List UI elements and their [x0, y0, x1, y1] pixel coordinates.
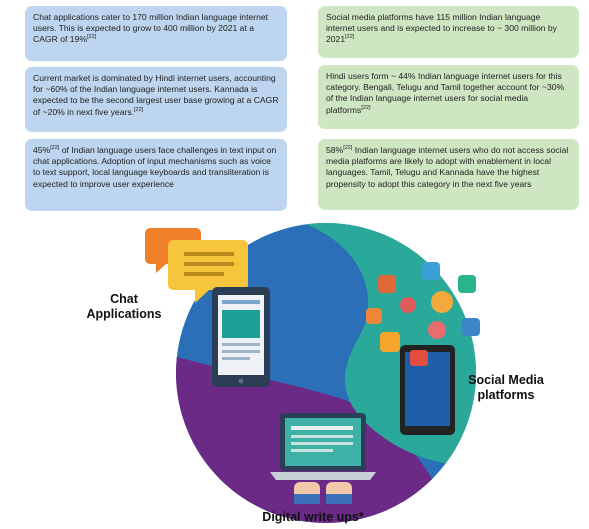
laptop-icon — [270, 413, 376, 480]
social-media-languages-box: Hindi users form ~ 44% Indian language i… — [318, 65, 579, 129]
at-sign-icon — [366, 308, 382, 324]
footnote-ref: [22] — [361, 104, 371, 111]
footnote-ref: [22] — [86, 34, 97, 41]
footnote-ref: [22] — [50, 145, 60, 152]
box-text-lead: 45% — [33, 145, 51, 155]
chat-apps-users-box: Chat applications cater to 170 million I… — [25, 6, 287, 61]
like-icon — [380, 332, 400, 352]
box-text: Social media platforms have 115 million … — [326, 12, 557, 45]
footnote-ref: [22] — [343, 145, 353, 152]
box-text: Indian language internet users who do no… — [326, 145, 569, 189]
social-media-adoption-box: 58%[22] Indian language internet users w… — [318, 139, 579, 210]
box-text: Current market is dominated by Hindi int… — [33, 73, 279, 117]
twitter-icon — [462, 318, 480, 336]
location-pin-icon — [400, 297, 416, 313]
tablet-icon — [212, 287, 270, 387]
social-icons-cluster — [366, 262, 480, 366]
chat-apps-challenges-box: 45%[22] of Indian language users face ch… — [25, 139, 287, 211]
camera-icon — [428, 321, 446, 339]
box-text: Hindi users form ~ 44% Indian language i… — [326, 71, 565, 115]
bulb-icon — [431, 291, 453, 313]
chat-icon — [422, 262, 440, 280]
footnote-ref: [22] — [345, 34, 355, 41]
digital-write-ups-label: Digital write ups* — [262, 510, 364, 524]
box-text: of Indian language users face challenges… — [33, 145, 277, 189]
social-media-users-box: Social media platforms have 115 million … — [318, 6, 579, 58]
hands-typing-icon — [294, 482, 352, 504]
chat-apps-market-box: Current market is dominated by Hindi int… — [25, 67, 287, 132]
user-icon — [378, 275, 396, 293]
share-icon — [410, 350, 428, 366]
box-text: Chat applications cater to 170 million I… — [33, 12, 269, 45]
search-icon — [458, 275, 476, 293]
box-text-lead: 58% — [326, 145, 344, 155]
footnote-ref: [22] — [134, 106, 144, 113]
